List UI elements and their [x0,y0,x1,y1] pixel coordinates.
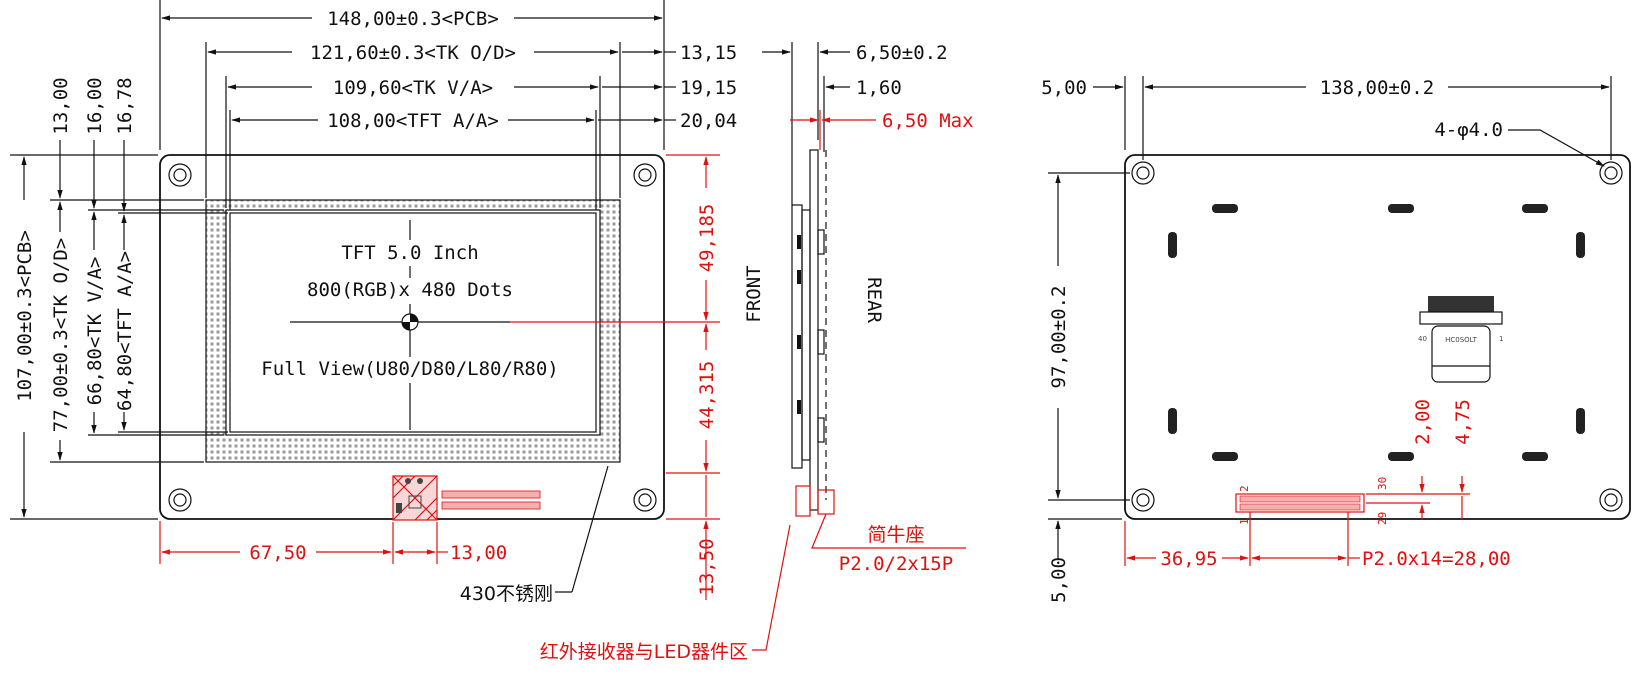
lcd-module [801,209,811,461]
front-label: FRONT [743,265,765,322]
side-view: 6,50±0.2 1,60 6,50 Max FRONT REAR 简牛座 P2… [743,42,974,575]
rear-mount-hole-tl [1131,161,1155,185]
rear-mount-hole-br [1599,488,1623,512]
dim-13-50: 13,50 [696,538,718,595]
pin-30-label: 30 [1376,477,1389,490]
front-mount-hole-tl [168,163,192,187]
rear-dim-138: 138,00±0.2 [1320,77,1434,99]
rear-label: REAR [863,277,885,323]
rear-dim-36-95: 36,95 [1160,548,1217,570]
side-thickness-dim: 6,50±0.2 [856,42,948,64]
rear-mount-hole-tr [1599,161,1623,185]
fpc-label: HC0SOLT [1445,336,1477,344]
rear-pcb-outline [1124,154,1631,520]
dim-49-185: 49,185 [696,204,718,273]
rear-view: HC0SOLT 40 1 2 1 30 29 5,00 138,00±0.2 4… [1041,76,1631,603]
tk-va-width-dim: 109,60<TK V/A> [333,77,493,99]
screen-size-text: TFT 5.0 Inch [341,242,478,264]
connector-name-note: 简牛座 [867,524,924,546]
pin-1-label: 1 [1238,518,1251,525]
fpc-pin-1: 1 [1499,335,1503,343]
dim-13-00-bottom: 13,00 [450,542,507,564]
ir-led-zone [392,475,438,521]
rear-dim-4-75: 4,75 [1452,399,1474,445]
fpc-pin-40: 40 [1418,335,1427,343]
front-mount-hole-tr [633,163,657,187]
tk-od-width-dim: 121,60±0.3<TK O/D> [310,42,516,64]
pcb-width-dim: 148,00±0.3<PCB> [327,8,499,30]
tk-od-height-dim: 77,00±0.3<TK O/D> [50,238,72,432]
dim-19-15: 19,15 [680,77,737,99]
view-angle-text: Full View(U80/D80/L80/R80) [261,358,558,380]
resolution-text: 800(RGB)x 480 Dots [307,279,513,301]
side-ir-block [795,485,811,517]
ir-zone-note: 红外接收器与LED器件区 [540,641,748,663]
side-pcb [809,149,819,511]
rear-clip-pads [1168,204,1585,461]
rear-dim-5-top: 5,00 [1041,77,1087,99]
tk-va-height-dim: 66,80<TK V/A> [84,257,106,406]
rear-mount-hole-bl [1131,488,1155,512]
dim-16-00: 16,00 [84,77,106,134]
rear-dim-5-bottom: 5,00 [1048,557,1070,603]
dim-44-315: 44,315 [696,361,718,430]
center-mark [401,313,419,331]
rear-dim-2-00: 2,00 [1412,399,1434,445]
front-mount-hole-bl [168,488,192,512]
side-max-dim: 6,50 Max [882,110,974,132]
dim-13-00: 13,00 [50,77,72,134]
pcb-height-dim: 107,00±0.3<PCB> [14,230,36,402]
tft-aa-width-dim: 108,00<TFT A/A> [327,110,499,132]
rear-dim-pitch: P2.0x14=28,00 [1362,548,1511,570]
rear-header [1235,493,1365,513]
dim-20-04: 20,04 [680,110,737,132]
stainless-note: 430不锈刚 [460,583,553,605]
rear-fpc-connector: HC0SOLT 40 1 [1418,296,1503,383]
front-connector-pads [441,490,541,510]
dim-67-50: 67,50 [249,542,306,564]
side-pcb-dim: 1,60 [856,77,902,99]
pin-29-label: 29 [1376,512,1389,525]
tft-aa-height-dim: 64,80<TFT A/A> [114,251,136,411]
dim-13-15: 13,15 [680,42,737,64]
pin-2-label: 2 [1238,485,1251,492]
side-connector [817,489,835,515]
connector-spec-note: P2.0/2x15P [839,553,953,575]
rear-dim-97: 97,00±0.2 [1048,286,1070,389]
hole-note: 4-φ4.0 [1434,119,1503,141]
front-view: TFT 5.0 Inch 800(RGB)x 480 Dots Full Vie… [10,0,791,663]
dim-16-78: 16,78 [114,77,136,134]
front-mount-hole-br [633,488,657,512]
